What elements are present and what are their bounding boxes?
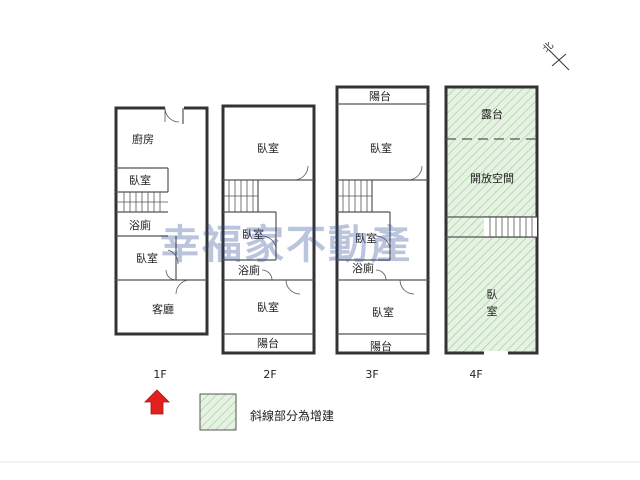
floor-3f-plan: 陽台 臥室 臥室 浴廁 臥室 陽台: [335, 85, 430, 355]
room-label-balcony: 陽台: [369, 89, 391, 103]
room-label-open-space: 開放空間: [470, 171, 514, 185]
north-compass-icon: 北: [540, 40, 570, 71]
floor-label-4f: 4F: [469, 368, 482, 381]
legend-hatch-swatch: [199, 393, 237, 431]
floor-1f-plan: 廚房 臥室 浴廁 臥室 客廳: [114, 106, 209, 336]
room-label-bathroom: 浴廁: [352, 261, 374, 275]
room-label-balcony: 陽台: [370, 339, 392, 353]
watermark-text: 幸福家不動產: [160, 222, 412, 268]
stair-icon: [337, 180, 372, 212]
stair-icon: [223, 180, 258, 212]
room-label-kitchen: 廚房: [132, 132, 154, 146]
legend-text: 斜線部分為增建: [250, 408, 334, 423]
room-label-bedroom: 臥室: [257, 141, 279, 155]
room-label-bedroom: 臥室: [129, 173, 151, 187]
room-label-bedroom: 臥室: [242, 227, 264, 241]
floor-label-3f: 3F: [365, 368, 378, 381]
room-label-bedroom: 臥室: [355, 231, 377, 245]
entrance-arrow-icon: [144, 389, 170, 415]
room-label-bedroom-part1: 臥: [487, 288, 498, 301]
stair-icon: [116, 192, 168, 212]
room-label-bedroom: 臥室: [370, 141, 392, 155]
floor-label-1f: 1F: [153, 368, 166, 381]
compass-label: 北: [540, 40, 556, 56]
room-label-bathroom: 浴廁: [238, 263, 260, 277]
room-label-terrace: 露台: [481, 107, 503, 121]
room-label-bedroom: 臥室: [372, 305, 394, 319]
floor-4f-plan: 露台 開放空間 臥 室: [444, 85, 539, 355]
room-label-bedroom: 臥室: [257, 300, 279, 314]
room-label-bathroom: 浴廁: [129, 218, 151, 232]
floor-2f-plan: 臥室 臥室 浴廁 臥室 陽台: [221, 104, 316, 355]
room-label-living-room: 客廳: [152, 302, 174, 316]
stair-icon: [489, 217, 533, 237]
room-label-bedroom-part2: 室: [487, 304, 498, 318]
floor-label-2f: 2F: [263, 368, 276, 381]
room-label-bedroom: 臥室: [136, 251, 158, 265]
room-label-balcony: 陽台: [257, 336, 279, 350]
